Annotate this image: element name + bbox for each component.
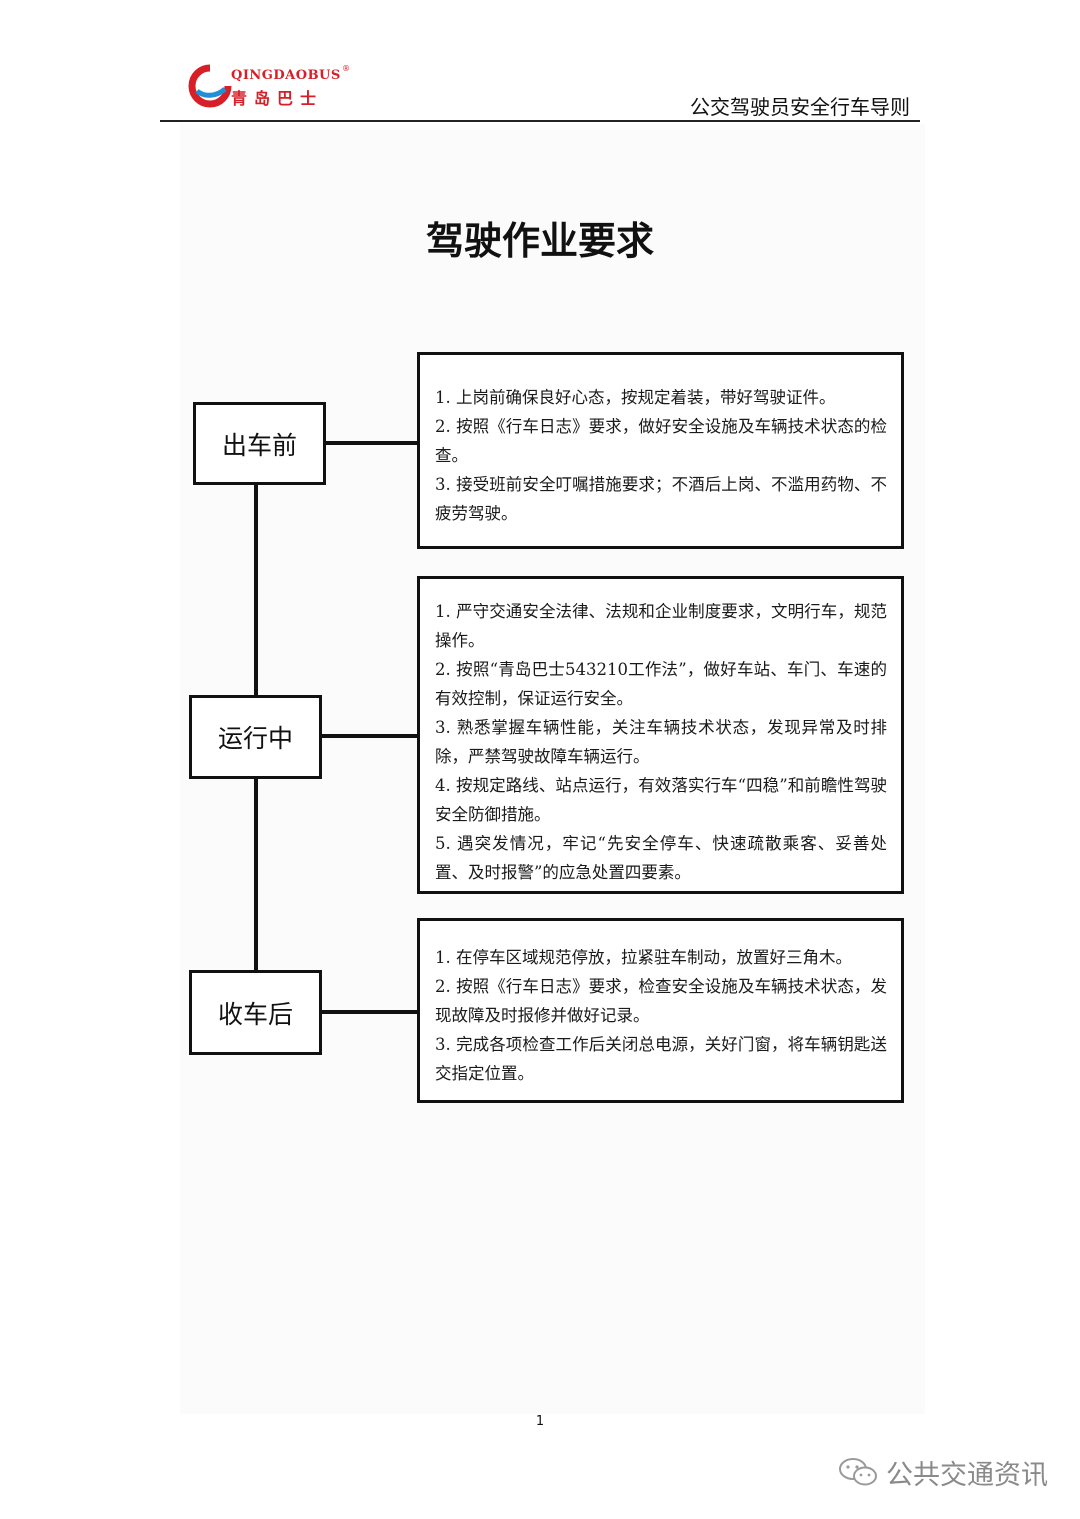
stage-box-in-operation: 运行中 [189,695,322,779]
header-divider [160,120,920,122]
stage-connector-horizontal-2 [322,734,418,738]
stage-label: 运行中 [217,724,293,753]
flow-connector-vertical-2 [254,778,258,972]
requirement-item: 2. 按照“青岛巴士543210工作法”，做好车站、车门、车速的有效控制，保证运… [435,660,887,708]
stage-connector-horizontal-3 [322,1010,418,1014]
stage-box-before-departure: 出车前 [193,402,326,485]
logo-ring-icon [188,64,232,108]
wechat-icon [839,1458,877,1486]
stage-box-after-return: 收车后 [189,970,322,1055]
logo-english-text: QINGDAOBUS [231,68,341,83]
requirement-item: 5. 遇突发情况，牢记“先安全停车、快速疏散乘客、妥善处置、及时报警”的应急处置… [435,834,887,882]
requirement-item: 2. 按照《行车日志》要求，做好安全设施及车辆技术状态的检查。 [435,417,887,465]
requirement-item: 1. 上岗前确保良好心态，按规定着装，带好驾驶证件。 [435,388,836,407]
watermark-text: 公共交通资讯 [886,1459,1048,1491]
page-number: 1 [535,1414,545,1429]
requirement-item: 1. 严守交通安全法律、法规和企业制度要求，文明行车，规范操作。 [435,602,887,650]
stage-connector-horizontal-1 [326,441,418,445]
document-title: 公交驾驶员安全行车导则 [690,95,910,119]
requirement-item: 2. 按照《行车日志》要求，检查安全设施及车辆技术状态，发现故障及时报修并做好记… [435,977,887,1025]
requirement-item: 1. 在停车区域规范停放，拉紧驻车制动，放置好三角木。 [435,948,852,967]
requirement-item: 3. 接受班前安全叮嘱措施要求；不酒后上岗、不滥用药物、不疲劳驾驶。 [435,475,887,523]
requirement-item: 4. 按规定路线、站点运行，有效落实行车“四稳”和前瞻性驾驶安全防御措施。 [435,776,887,824]
page-title: 驾驶作业要求 [425,219,654,263]
stage-label: 出车前 [221,430,297,460]
requirement-item: 3. 完成各项检查工作后关闭总电源，关好门窗，将车辆钥匙送交指定位置。 [435,1035,887,1083]
watermark: 公共交通资讯 [838,1452,1048,1492]
requirements-panel-before-departure: 1. 上岗前确保良好心态，按规定着装，带好驾驶证件。 2. 按照《行车日志》要求… [417,352,904,549]
stage-label: 收车后 [217,999,293,1029]
flow-connector-vertical-1 [254,485,258,697]
logo-chinese-text: 青岛巴士 [231,89,324,108]
company-logo: QINGDAOBUS ® 青岛巴士 [188,64,358,108]
requirement-item: 3. 熟悉掌握车辆性能，关注车辆技术状态，发现异常及时排除，严禁驾驶故障车辆运行… [435,718,887,766]
logo-registered-mark: ® [342,64,350,73]
requirements-panel-after-return: 1. 在停车区域规范停放，拉紧驻车制动，放置好三角木。 2. 按照《行车日志》要… [417,918,904,1103]
requirements-panel-in-operation: 1. 严守交通安全法律、法规和企业制度要求，文明行车，规范操作。 2. 按照“青… [417,576,904,894]
